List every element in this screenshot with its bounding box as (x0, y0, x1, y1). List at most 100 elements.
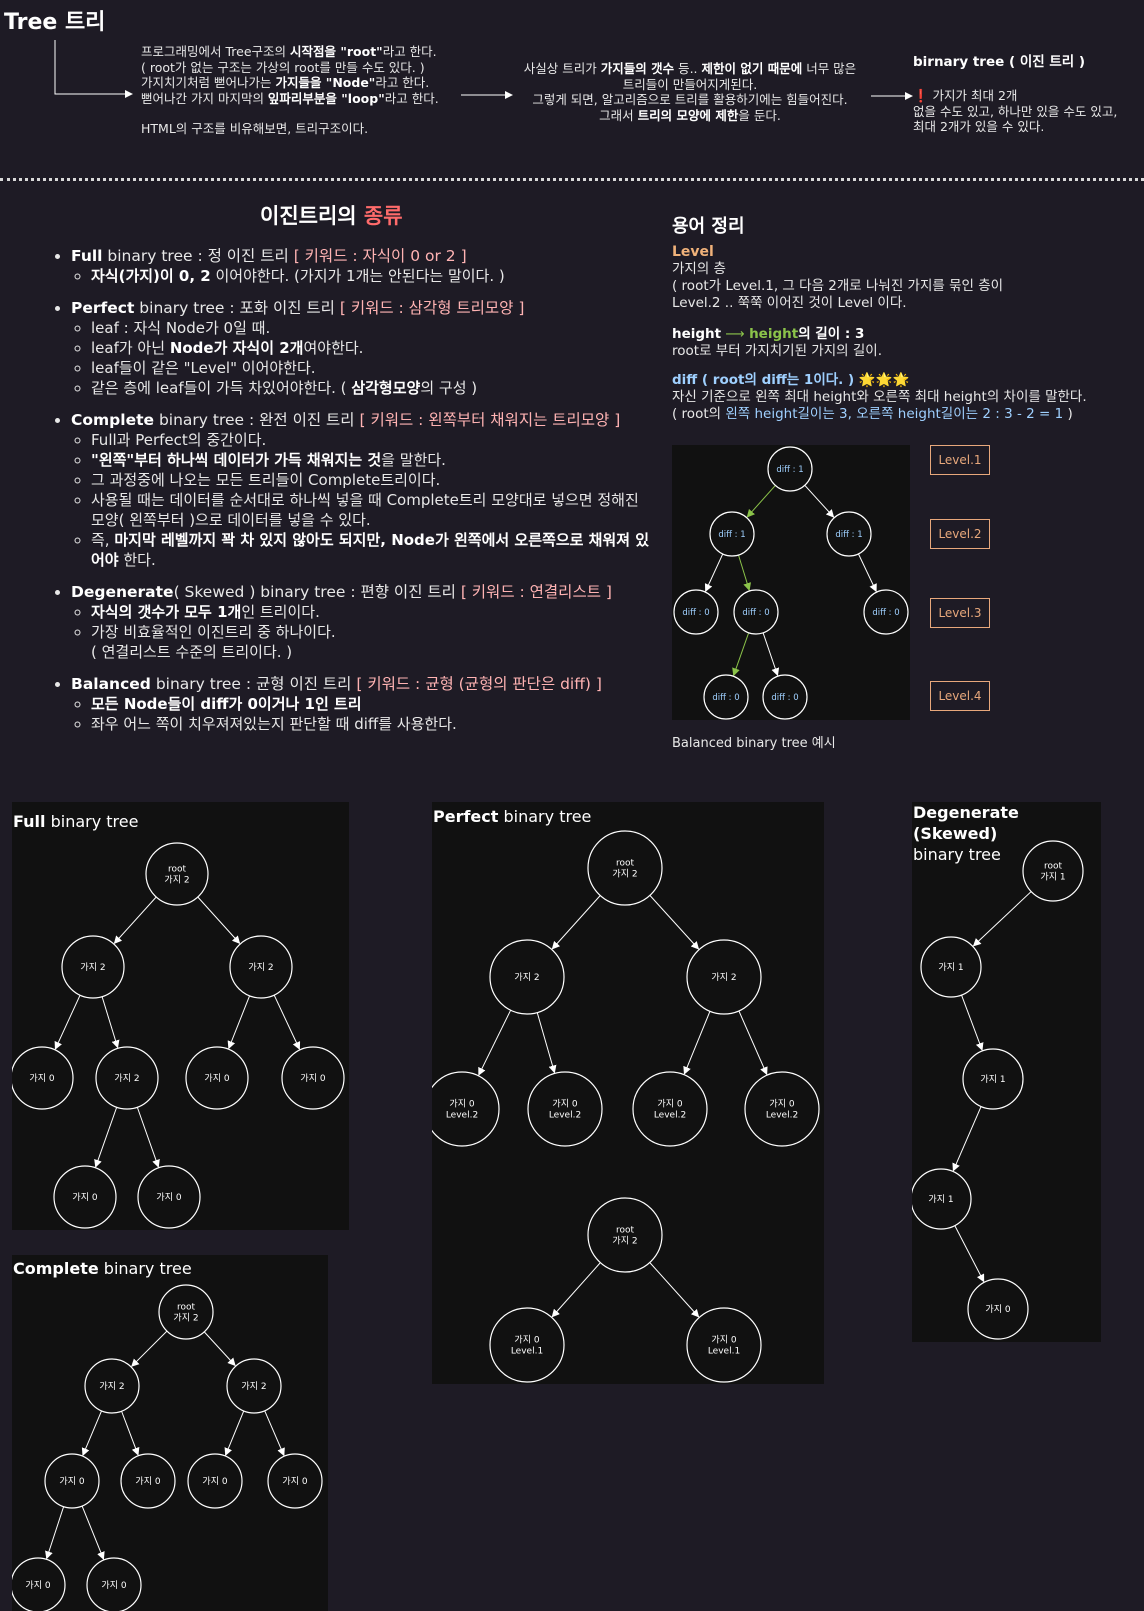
header-arrows (54, 40, 913, 100)
tree-node-label: 가지 2 (711, 972, 736, 983)
tree-node: diff : 1 (826, 511, 872, 557)
tree-edge (551, 1262, 601, 1318)
page-title: Tree 트리 (4, 10, 106, 35)
tree-edge (131, 1330, 168, 1367)
tree-edge (264, 1410, 285, 1457)
tree-node-label: 가지 2 (612, 869, 637, 880)
type-complete: Complete binary tree : 완전 이진 트리 [ 키워드 : … (71, 410, 651, 570)
tree-node: 가지 0 (187, 1453, 243, 1509)
tree-node-label: Level.2 (654, 1111, 686, 1121)
complete-tree-title: Complete binary tree (13, 1259, 192, 1278)
tree-node: diff : 0 (762, 674, 808, 720)
tree-edge (101, 996, 120, 1049)
tree-node-label: Level.1 (708, 1347, 740, 1357)
tree-edge (121, 1411, 140, 1456)
tree-node: 가지 0 (86, 1557, 142, 1611)
tree-node: 가지 0 (12, 1046, 74, 1110)
tree-edge (732, 632, 750, 677)
tree-node-label: 가지 0 (101, 1580, 126, 1591)
tree-edge (224, 1410, 245, 1457)
tree-node-label: diff : 0 (872, 608, 899, 618)
tree-edge (45, 1506, 65, 1560)
tree-edge (94, 1107, 118, 1168)
tree-node: 가지 2 (61, 935, 125, 999)
tree-edge (54, 994, 81, 1050)
type-full: Full binary tree : 정 이진 트리 [ 키워드 : 자식이 0… (71, 246, 651, 286)
perfect-tree-title: Perfect binary tree (433, 807, 592, 826)
tree-node: 가지 0 (281, 1046, 345, 1110)
tree-node: 가지 0 (185, 1046, 249, 1110)
tree-edge (683, 1011, 711, 1075)
tree-node: 가지 1 (912, 1168, 972, 1230)
tree-node: diff : 0 (733, 589, 779, 635)
tree-node-label: 가지 1 (928, 1194, 953, 1205)
tree-node-label: 가지 0 (282, 1476, 307, 1487)
tree-node: 가지 1 (962, 1048, 1024, 1110)
tree-edge (551, 895, 601, 950)
type-balanced: Balanced binary tree : 균형 이진 트리 [ 키워드 : … (71, 674, 651, 734)
tree-node-label: 가지 2 (164, 875, 189, 886)
tree-edge (478, 1009, 512, 1076)
tree-node-label: 가지 0 (204, 1073, 229, 1084)
intro-text: 프로그래밍에서 Tree구조의 시작점을 "root"라고 한다. ( root… (141, 44, 439, 136)
tree-node-label: diff : 0 (712, 693, 739, 703)
section-divider (0, 178, 1144, 181)
balanced-example-caption: Balanced binary tree 예시 (672, 736, 836, 751)
tree-node: 가지 0 (120, 1453, 176, 1509)
arrow-title-to-intro (54, 40, 133, 98)
tree-node: 가지 2 (686, 939, 762, 1015)
tree-node: 가지 0 (967, 1278, 1029, 1340)
binary-tree-definition: birnary tree ( 이진 트리 ) ❗ 가지가 최대 2개 없을 수도… (913, 54, 1118, 134)
types-title: 이진트리의 종류 (260, 204, 403, 228)
tree-node: diff : 0 (863, 589, 909, 635)
tree-node: 가지 0 (53, 1165, 117, 1229)
tree-node-label: root (177, 1303, 196, 1313)
tree-node-label: diff : 0 (682, 608, 709, 618)
tree-node-label: diff : 1 (718, 530, 745, 540)
tree-node-label: Level.2 (766, 1111, 798, 1121)
tree-node: 가지 0 (12, 1557, 66, 1611)
tree-edge (136, 1107, 160, 1168)
tree-node-label: 가지 0 (711, 1335, 736, 1346)
tree-node-label: root (1044, 862, 1063, 872)
tree-edge (857, 553, 877, 593)
tree-node-label: Level.2 (446, 1111, 478, 1121)
tree-node: 가지 2 (489, 939, 565, 1015)
tree-edge (81, 1505, 105, 1560)
tree-edge (737, 554, 752, 591)
tree-edge (954, 1225, 985, 1283)
tree-node-label: 가지 2 (514, 972, 539, 983)
tree-node-label: 가지 2 (173, 1313, 198, 1324)
tree-edge (762, 632, 780, 677)
tree-node-label: 가지 2 (80, 962, 105, 973)
tree-edge (649, 895, 700, 950)
tree-edge (961, 994, 984, 1051)
types-list: Full binary tree : 정 이진 트리 [ 키워드 : 자식이 0… (51, 246, 651, 746)
tree-node-label: 가지 0 (769, 1099, 794, 1110)
tree-node-label: diff : 1 (776, 465, 803, 475)
tree-node-label: 가지 2 (114, 1073, 139, 1084)
tree-node-label: 가지 0 (72, 1192, 97, 1203)
tree-edge (113, 896, 157, 944)
level-label-1: Level.1 (930, 445, 990, 475)
tree-edge (227, 995, 251, 1050)
tree-node-label: 가지 0 (449, 1099, 474, 1110)
degenerate-tree-title: Degenerate (Skewed)binary tree (913, 803, 1019, 864)
level-label-4: Level.4 (930, 681, 990, 711)
level-label-2: Level.2 (930, 519, 990, 549)
tree-node: diff : 0 (673, 589, 719, 635)
